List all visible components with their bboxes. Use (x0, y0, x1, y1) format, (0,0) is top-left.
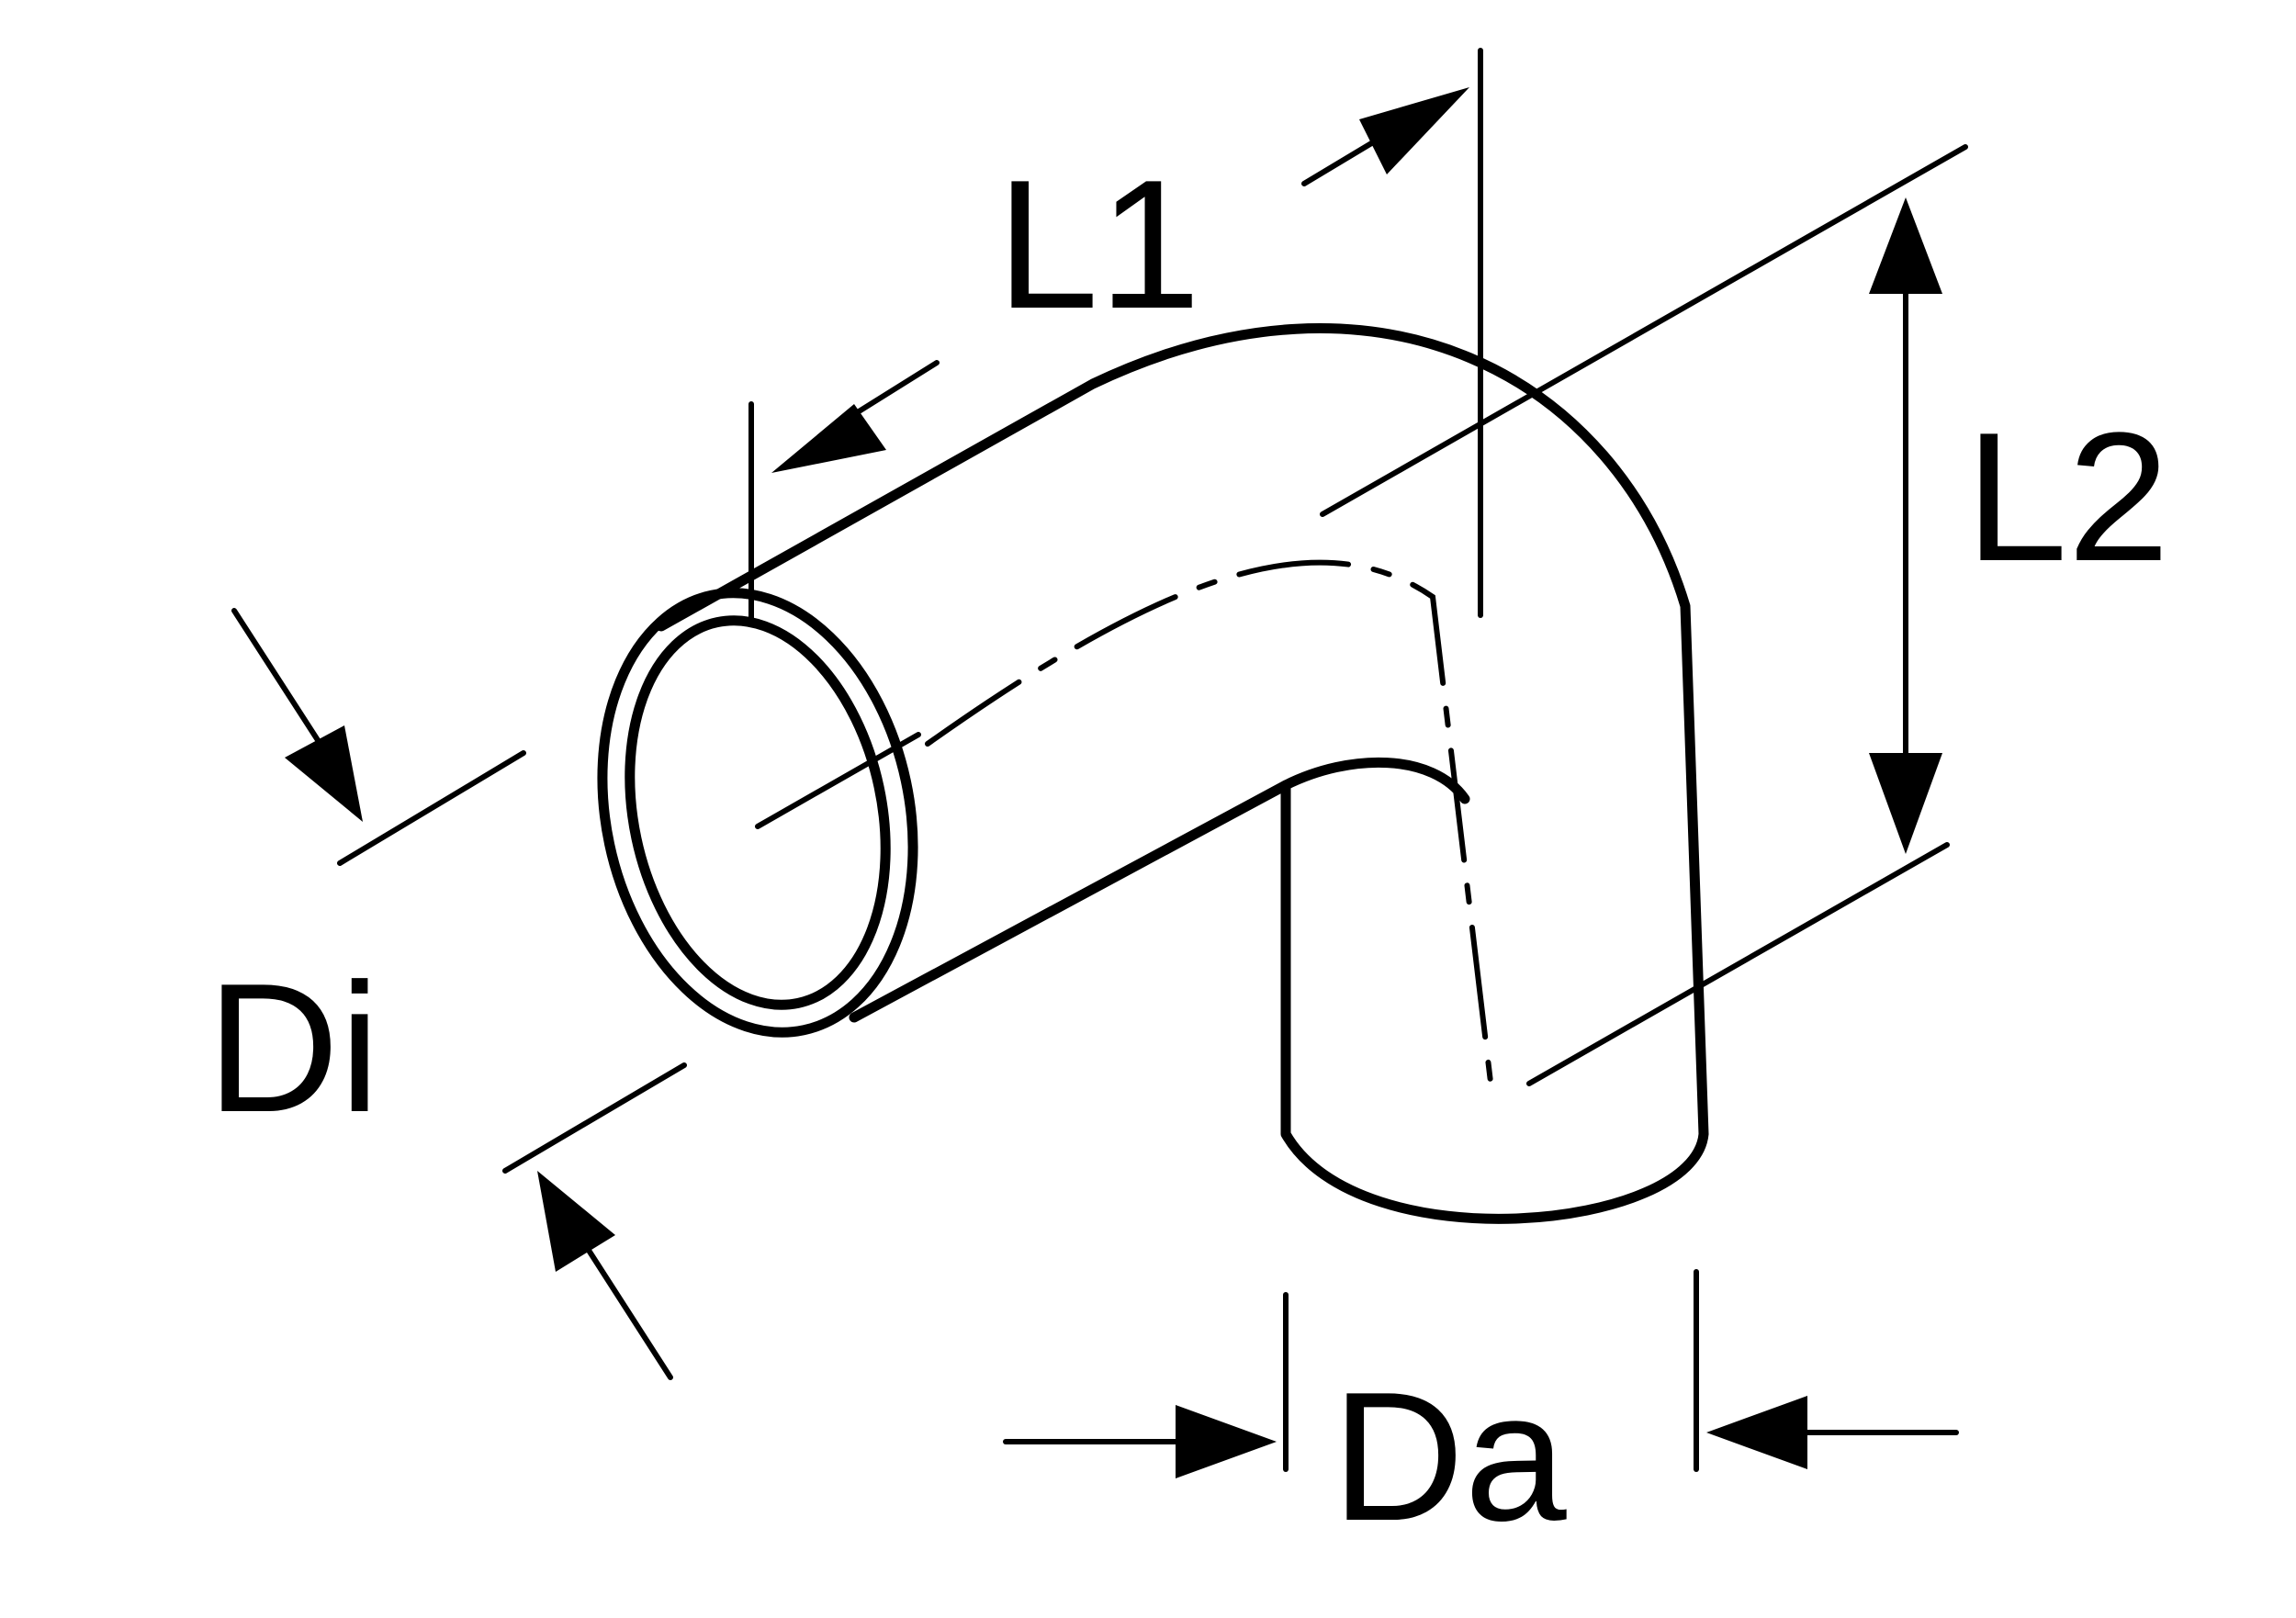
da-arrowhead-left (1176, 1405, 1277, 1478)
dimension-da: Da (1003, 1269, 1959, 1559)
dimension-di: Di (207, 608, 687, 1380)
hose-end-inner (625, 615, 891, 1010)
hose-end-outer (597, 588, 918, 1038)
da-arrowhead-right (1706, 1396, 1807, 1469)
l2-label: L2 (1965, 395, 2169, 600)
hose-lower-contour (849, 757, 1470, 1023)
di-leader-top (231, 608, 329, 756)
l1-label: L1 (996, 142, 1200, 347)
di-arrowhead-bottom (537, 1171, 615, 1272)
l1-arrowhead-right (1359, 87, 1469, 174)
l1-arrowhead-left (771, 404, 886, 473)
l2-arrowhead-bottom (1869, 753, 1942, 854)
l2-extension-bottom (1526, 842, 1950, 1086)
l2-extension-top (1320, 144, 1968, 517)
da-label: Da (1332, 1354, 1567, 1559)
dimension-l2: L2 (1320, 144, 2169, 1086)
hose-outer-contour (656, 323, 1709, 1224)
centerline (755, 732, 921, 829)
di-label: Di (207, 946, 380, 1151)
hose-elbow (597, 323, 1709, 1224)
di-arrowhead-top (285, 725, 363, 822)
dimension-l1: L1 (748, 48, 1483, 623)
di-extension-bottom (502, 1062, 687, 1174)
di-extension-top (337, 750, 526, 866)
l2-arrowhead-top (1869, 197, 1942, 294)
di-leader-bottom (585, 1246, 673, 1380)
